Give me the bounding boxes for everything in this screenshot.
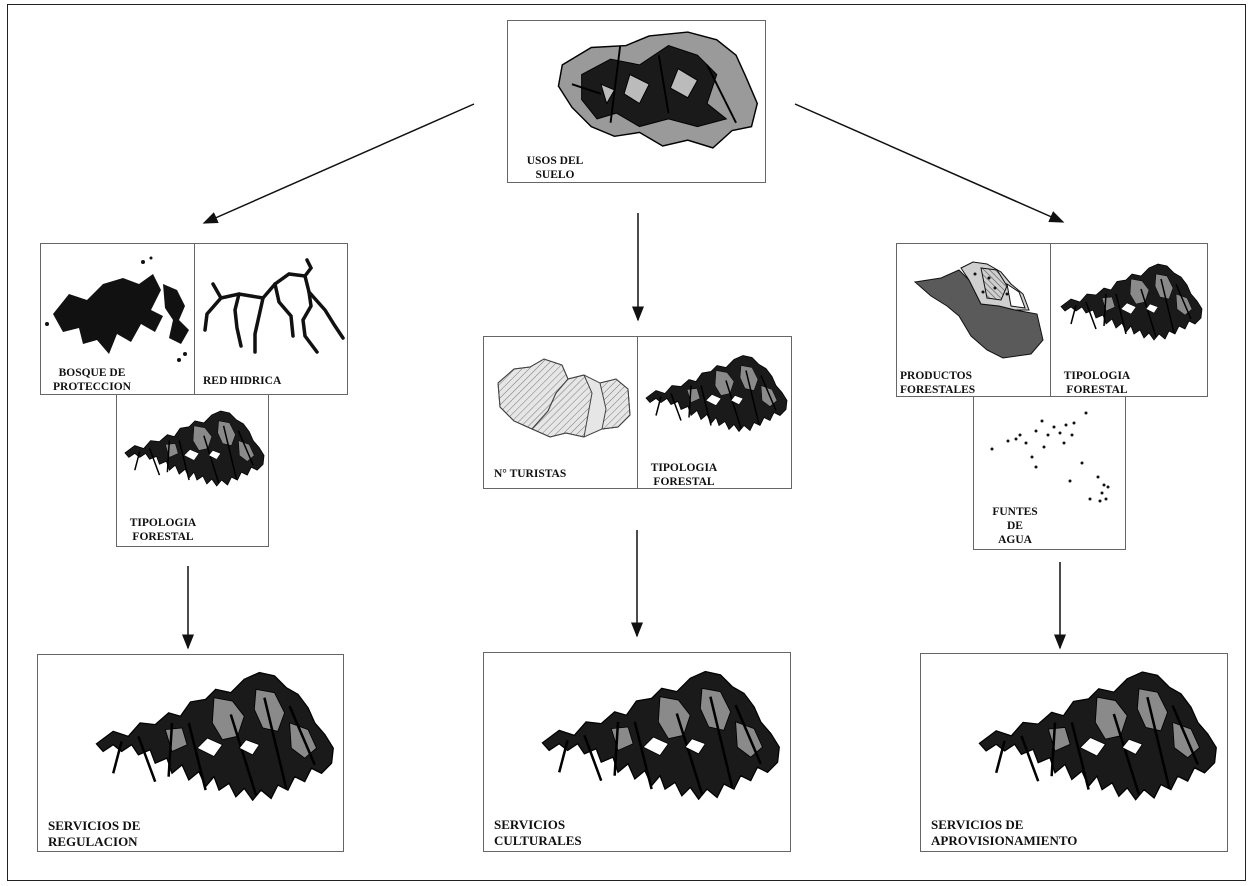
tipologia-forestal-left-panel: TIPOLOGIA FORESTAL xyxy=(116,394,269,547)
tourists-map xyxy=(497,358,631,438)
bosque-de-proteccion-label: BOSQUE DE PROTECCION xyxy=(53,367,131,393)
forest-typology-map xyxy=(1056,254,1206,349)
servicios-de-regulacion-panel: SERVICIOS DE REGULACION xyxy=(37,654,344,852)
water-sources-map xyxy=(990,411,1110,503)
servicios-culturales-panel: SERVICIOS CULTURALES xyxy=(483,652,791,852)
red-hidrica-label: RED HIDRICA xyxy=(203,375,282,387)
red-hidrica-panel: RED HIDRICA xyxy=(194,243,348,395)
servicios-de-regulacion-label: SERVICIOS DE REGULACION xyxy=(48,818,141,849)
servicios-de-aprovisionamiento-panel: SERVICIOS DE APROVISIONAMIENTO xyxy=(920,653,1228,852)
fuentes-de-agua-panel: FUNTES DE AGUA POTABLE xyxy=(973,396,1126,550)
servicios-de-aprovisionamiento-label: SERVICIOS DE APROVISIONAMIENTO xyxy=(931,817,1078,848)
productos-forestales-label: PRODUCTOS FORESTALES NO MADERABLES xyxy=(900,370,976,396)
tipologia-forestal-middle-label: TIPOLOGIA FORESTAL xyxy=(650,462,718,488)
provisioning-services-map xyxy=(971,657,1223,813)
forest-typology-map xyxy=(120,401,268,495)
turistas-panel: N° TURISTAS xyxy=(483,336,638,489)
tipologia-forestal-right-panel: TIPOLOGIA FORESTAL xyxy=(1050,243,1208,397)
usos-del-suelo-label: USOS DEL SUELO xyxy=(526,155,584,181)
fuentes-de-agua-label: FUNTES DE AGUA POTABLE xyxy=(988,506,1042,549)
regulation-services-map xyxy=(88,658,340,813)
river-network-map xyxy=(203,258,345,354)
cultural-services-map xyxy=(534,656,786,813)
tipologia-forestal-right-label: TIPOLOGIA FORESTAL xyxy=(1063,370,1131,396)
diagram-frame xyxy=(7,4,1246,881)
land-use-map xyxy=(543,25,765,153)
non-timber-products-map xyxy=(913,261,1044,359)
protection-forest-map xyxy=(45,256,189,362)
bosque-de-proteccion-panel: BOSQUE DE PROTECCION xyxy=(40,243,195,395)
tipologia-forestal-left-label: TIPOLOGIA FORESTAL xyxy=(129,517,197,543)
productos-forestales-panel: PRODUCTOS FORESTALES NO MADERABLES xyxy=(896,243,1051,397)
tipologia-forestal-middle-panel: TIPOLOGIA FORESTAL xyxy=(637,336,792,489)
servicios-culturales-label: SERVICIOS CULTURALES xyxy=(494,817,582,848)
forest-typology-map xyxy=(641,345,791,441)
usos-del-suelo-panel: USOS DEL SUELO xyxy=(507,20,766,183)
turistas-label: N° TURISTAS xyxy=(494,468,567,480)
